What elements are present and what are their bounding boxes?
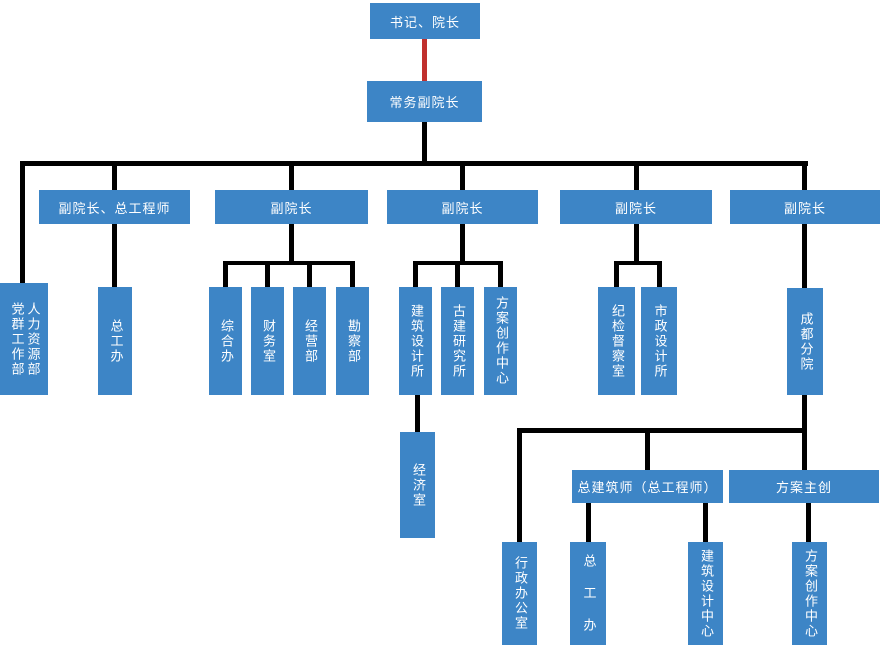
connector [413, 261, 418, 287]
party-mass-work-dept-label: 党群工作部 [10, 302, 23, 377]
node-chengdu-branch: 成都分院 [787, 288, 823, 395]
connector [802, 433, 807, 470]
connector [802, 224, 807, 288]
connector [460, 163, 465, 190]
connector [20, 161, 808, 166]
node-ancient-building-institute: 古建研究所 [441, 287, 474, 395]
node-chief-engineer-office: 总工办 [98, 287, 132, 395]
node-scheme-director: 方案主创 [729, 470, 879, 503]
node-economy-office: 经济室 [400, 432, 435, 538]
connector [460, 224, 465, 263]
node-chengdu-chief-engineer-office: 总 工 办 [570, 542, 606, 645]
connector [517, 428, 807, 433]
connector [657, 261, 662, 287]
connector [415, 395, 420, 432]
connector [289, 163, 294, 190]
connector [307, 261, 312, 287]
node-party-mass-and-hr-dept: 党群工作部 人力资源部 [0, 283, 48, 395]
hr-dept-label: 人力资源部 [26, 302, 39, 377]
connector [223, 261, 355, 265]
node-business-dept: 经营部 [293, 287, 326, 395]
connector [498, 261, 503, 287]
node-vice-president-3: 副院长 [387, 190, 538, 224]
node-finance-office: 财务室 [251, 287, 284, 395]
connector [806, 503, 811, 542]
node-vice-president-2: 副院长 [215, 190, 368, 224]
node-municipal-design-institute: 市政设计所 [641, 287, 677, 395]
connector [634, 224, 639, 263]
node-scheme-creation-center: 方案创作中心 [484, 287, 517, 395]
connector [634, 163, 639, 190]
connector [350, 261, 355, 287]
node-survey-dept: 勘察部 [336, 287, 369, 395]
connector [265, 261, 270, 287]
node-vp-chief-engineer: 副院长、总工程师 [39, 190, 190, 224]
node-discipline-inspection-office: 纪检督察室 [598, 287, 635, 395]
node-chief-architect: 总建筑师（总工程师） [572, 470, 723, 503]
node-architecture-design-institute: 建筑设计所 [399, 287, 432, 395]
connector [112, 163, 117, 190]
node-general-office: 综合办 [209, 287, 242, 395]
node-chengdu-scheme-creation-center: 方案创作中心 [792, 542, 827, 645]
connector [614, 261, 662, 265]
connector [645, 433, 650, 470]
node-architecture-design-center: 建筑设计中心 [688, 542, 723, 645]
node-admin-office: 行政办公室 [502, 542, 537, 645]
connector [455, 261, 460, 287]
connector [223, 261, 228, 287]
connector [422, 122, 427, 163]
top-connector [422, 38, 427, 81]
connector [112, 224, 117, 287]
node-secretary-president: 书记、院长 [370, 3, 480, 39]
connector [289, 224, 294, 263]
connector [614, 261, 619, 287]
connector [20, 163, 25, 283]
connector [802, 163, 807, 190]
connector [703, 503, 708, 542]
connector [517, 428, 522, 542]
node-vice-president-5: 副院长 [730, 190, 880, 224]
node-executive-vice-president: 常务副院长 [367, 81, 482, 122]
node-vice-president-4: 副院长 [560, 190, 712, 224]
connector [586, 503, 591, 542]
